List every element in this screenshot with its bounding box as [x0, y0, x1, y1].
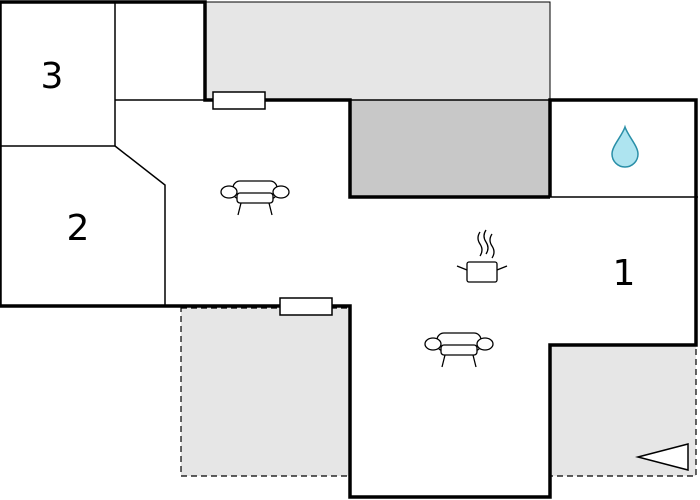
- storage-area: [350, 100, 550, 197]
- entrance-arrow-icon: [635, 443, 689, 471]
- terrace-bottom-left: [180, 307, 351, 477]
- window-bottom: [279, 297, 333, 316]
- window-top: [212, 91, 266, 110]
- cooking-pot-icon: [456, 229, 508, 283]
- terrace-top: [204, 1, 551, 101]
- sofa-icon: [220, 180, 290, 216]
- room-label-1: 1: [613, 253, 636, 294]
- room-label-2: 2: [67, 208, 90, 249]
- water-drop-icon: [611, 124, 639, 168]
- room-label-3: 3: [41, 56, 64, 97]
- terrace-bottom-right: [549, 344, 697, 477]
- sofa-icon: [424, 332, 494, 368]
